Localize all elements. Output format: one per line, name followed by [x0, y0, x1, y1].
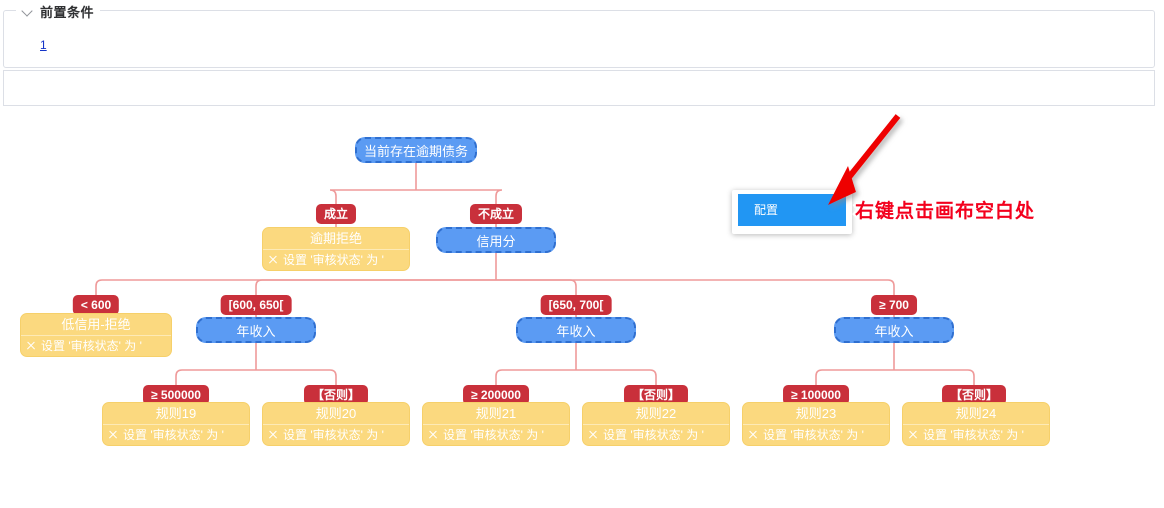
- node-overdue-reject[interactable]: 逾期拒绝 设置 '审核状态' 为 ': [262, 227, 410, 271]
- node-rule-24[interactable]: 规则24 设置 '审核状态' 为 ': [902, 402, 1050, 446]
- node-label: 当前存在逾期债务: [363, 143, 468, 159]
- edge-label-false[interactable]: 不成立: [469, 204, 523, 224]
- node-label: 年收入: [874, 323, 914, 339]
- node-action-row[interactable]: 设置 '审核状态' 为 ': [903, 425, 1049, 445]
- x-icon[interactable]: [908, 430, 918, 440]
- x-icon[interactable]: [268, 430, 278, 440]
- node-title: 逾期拒绝: [263, 228, 409, 250]
- node-rule-19[interactable]: 规则19 设置 '审核状态' 为 ': [102, 402, 250, 446]
- node-title: 低信用-拒绝: [21, 314, 171, 336]
- node-action-text: 设置 '审核状态' 为 ': [41, 339, 142, 353]
- node-label: 信用分: [476, 233, 516, 249]
- decision-tree-canvas[interactable]: 当前存在逾期债务 成立 不成立 逾期拒绝 设置 '审核状态' 为 ' 信用分 <…: [0, 108, 1164, 508]
- node-label: 年收入: [236, 323, 276, 339]
- edge-label-income-ge500000[interactable]: ≥ 500000: [143, 385, 209, 405]
- node-action-row[interactable]: 设置 '审核状态' 为 ': [21, 336, 171, 356]
- node-title: 规则22: [583, 403, 729, 425]
- node-title: 规则23: [743, 403, 889, 425]
- precondition-panel: 前置条件: [3, 1, 1155, 68]
- x-icon[interactable]: [588, 430, 598, 440]
- x-icon[interactable]: [26, 341, 36, 351]
- x-icon[interactable]: [108, 430, 118, 440]
- annotation-text: 右键点击画布空白处: [855, 200, 1036, 222]
- node-action-text: 设置 '审核状态' 为 ': [283, 253, 384, 267]
- node-action-row[interactable]: 设置 '审核状态' 为 ': [103, 425, 249, 445]
- edge-label-income-ge200000[interactable]: ≥ 200000: [463, 385, 529, 405]
- node-title: 规则24: [903, 403, 1049, 425]
- node-annual-income-3[interactable]: 年收入: [834, 317, 954, 343]
- node-annual-income-1[interactable]: 年收入: [196, 317, 316, 343]
- precondition-legend[interactable]: 前置条件: [16, 1, 101, 21]
- edge-label-income-ge100000[interactable]: ≥ 100000: [783, 385, 849, 405]
- edge-label-else-1[interactable]: 【否则】: [303, 385, 369, 405]
- node-low-credit-reject[interactable]: 低信用-拒绝 设置 '审核状态' 为 ': [20, 313, 172, 357]
- node-root-overdue-debt[interactable]: 当前存在逾期债务: [355, 137, 477, 163]
- edge-label-score-lt600[interactable]: < 600: [72, 295, 120, 315]
- x-icon[interactable]: [748, 430, 758, 440]
- node-action-row[interactable]: 设置 '审核状态' 为 ': [263, 250, 409, 270]
- empty-toolbar-panel: [3, 70, 1155, 106]
- edge-label-score-ge700[interactable]: ≥ 700: [871, 295, 917, 315]
- edge-label-else-2[interactable]: 【否则】: [623, 385, 689, 405]
- node-annual-income-2[interactable]: 年收入: [516, 317, 636, 343]
- node-action-text: 设置 '审核状态' 为 ': [123, 428, 224, 442]
- node-rule-22[interactable]: 规则22 设置 '审核状态' 为 ': [582, 402, 730, 446]
- node-credit-score[interactable]: 信用分: [436, 227, 556, 253]
- node-title: 规则20: [263, 403, 409, 425]
- arrow-down-left-icon: [828, 114, 901, 205]
- node-rule-23[interactable]: 规则23 设置 '审核状态' 为 ': [742, 402, 890, 446]
- precondition-title: 前置条件: [40, 4, 95, 20]
- node-title: 规则19: [103, 403, 249, 425]
- node-action-text: 设置 '审核状态' 为 ': [763, 428, 864, 442]
- chevron-down-icon[interactable]: [22, 5, 34, 17]
- x-icon[interactable]: [268, 255, 278, 265]
- node-title: 规则21: [423, 403, 569, 425]
- edge-label-score-600-650[interactable]: [600, 650[: [220, 295, 292, 315]
- x-icon[interactable]: [428, 430, 438, 440]
- edge-label-score-650-700[interactable]: [650, 700[: [540, 295, 612, 315]
- node-action-text: 设置 '审核状态' 为 ': [443, 428, 544, 442]
- context-menu-item-config[interactable]: 配置: [738, 194, 846, 226]
- node-action-text: 设置 '审核状态' 为 ': [283, 428, 384, 442]
- precondition-value[interactable]: 1: [40, 38, 47, 52]
- node-action-row[interactable]: 设置 '审核状态' 为 ': [583, 425, 729, 445]
- edge-label-else-3[interactable]: 【否则】: [941, 385, 1007, 405]
- node-action-row[interactable]: 设置 '审核状态' 为 ': [423, 425, 569, 445]
- edge-label-true[interactable]: 成立: [315, 204, 357, 224]
- node-action-text: 设置 '审核状态' 为 ': [923, 428, 1024, 442]
- canvas-context-menu[interactable]: 配置: [732, 190, 852, 234]
- node-action-text: 设置 '审核状态' 为 ': [603, 428, 704, 442]
- node-action-row[interactable]: 设置 '审核状态' 为 ': [263, 425, 409, 445]
- node-rule-21[interactable]: 规则21 设置 '审核状态' 为 ': [422, 402, 570, 446]
- node-action-row[interactable]: 设置 '审核状态' 为 ': [743, 425, 889, 445]
- node-label: 年收入: [556, 323, 596, 339]
- node-rule-20[interactable]: 规则20 设置 '审核状态' 为 ': [262, 402, 410, 446]
